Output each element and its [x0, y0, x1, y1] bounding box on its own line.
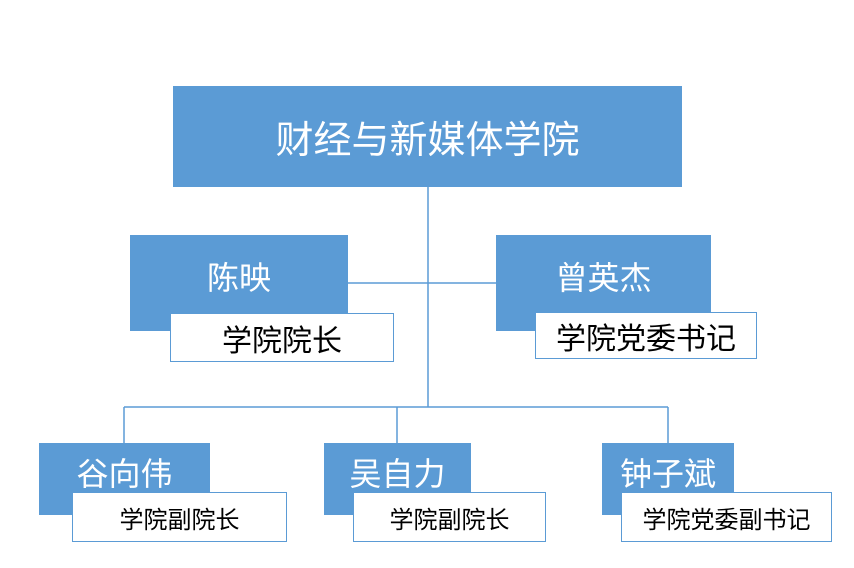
member-name: 吴自力 [349, 455, 446, 493]
node-vice-dean-2-role: 学院副院长 [353, 492, 546, 542]
node-vice-dean-1-role: 学院副院长 [72, 492, 287, 542]
member-name: 陈映 [206, 259, 271, 297]
node-deputy-party-secretary-role: 学院党委副书记 [621, 492, 832, 542]
node-dean-role: 学院院长 [170, 313, 394, 362]
node-vice-dean-1: 谷向伟 [39, 443, 210, 515]
node-party-secretary-role: 学院党委书记 [535, 312, 757, 359]
member-role: 学院党委副书记 [642, 505, 811, 534]
member-name: 曾英杰 [555, 259, 652, 297]
member-name: 钟子斌 [619, 455, 716, 493]
member-role: 学院副院长 [389, 505, 510, 534]
org-title-box: 财经与新媒体学院 [173, 86, 682, 187]
member-role: 学院党委书记 [556, 321, 736, 357]
member-name: 谷向伟 [76, 455, 173, 493]
member-role: 学院院长 [222, 323, 342, 359]
org-title: 财经与新媒体学院 [275, 118, 580, 162]
member-role: 学院副院长 [119, 505, 240, 534]
